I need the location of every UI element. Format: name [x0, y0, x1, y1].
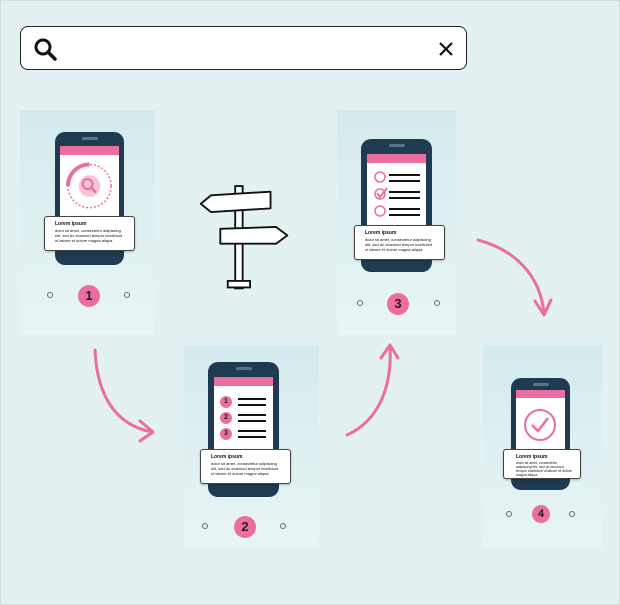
search-icon — [65, 162, 112, 209]
step-1-panel: Lorem ipsum dolor sit amet, consectetur … — [20, 110, 155, 335]
search-bar[interactable] — [20, 26, 467, 70]
card-title: Lorem ipsum — [516, 454, 548, 460]
pagination-dot[interactable] — [202, 523, 208, 529]
card-title: Lorem ipsum — [365, 230, 397, 236]
phone-screen — [60, 146, 119, 224]
pagination-dot[interactable] — [434, 300, 440, 306]
step-number-badge: 4 — [532, 505, 550, 523]
card-body: dolor sit amet, consectetur adipiscing e… — [211, 461, 279, 476]
step-2-panel: 1 2 3 Lorem ipsum dolor sit amet, consec… — [184, 345, 319, 548]
checklist-icon — [374, 171, 420, 217]
info-card: Lorem ipsum dolor sit amet, consectetur … — [200, 449, 291, 484]
info-card: Lorem ipsum dolor sit amet, consectetur … — [354, 225, 445, 260]
card-body: dolor sit amet, consectetur adipiscing e… — [365, 237, 433, 252]
info-card: Lorem ipsum dolor sit amet, consectetur … — [503, 449, 581, 479]
phone-screen — [367, 154, 426, 232]
list-number: 1 — [220, 396, 232, 408]
checkmark-circle-icon — [524, 409, 556, 441]
pagination-dot[interactable] — [124, 292, 130, 298]
pagination-dot[interactable] — [569, 511, 575, 517]
pagination-dot[interactable] — [506, 511, 512, 517]
numbered-list-icon: 1 2 3 — [214, 377, 273, 457]
pagination-dot[interactable] — [280, 523, 286, 529]
search-icon[interactable] — [33, 37, 57, 61]
info-card: Lorem ipsum dolor sit amet, consectetur … — [44, 216, 135, 251]
card-title: Lorem ipsum — [55, 221, 87, 227]
step-number-badge: 3 — [387, 293, 409, 315]
pagination-dot[interactable] — [357, 300, 363, 306]
step-4-panel: Lorem ipsum dolor sit amet, consectetur … — [483, 345, 602, 548]
list-number: 2 — [220, 412, 232, 424]
pagination-dot[interactable] — [47, 292, 53, 298]
card-title: Lorem ipsum — [211, 454, 243, 460]
signpost-icon — [199, 185, 289, 290]
search-input[interactable] — [71, 35, 435, 63]
card-body: dolor sit amet, consectetur adipiscing e… — [516, 461, 572, 477]
step-number-badge: 1 — [78, 285, 100, 307]
card-body: dolor sit amet, consectetur adipiscing e… — [55, 228, 123, 243]
list-number: 3 — [220, 428, 232, 440]
step-3-panel: Lorem ipsum dolor sit amet, consectetur … — [337, 110, 456, 335]
step-number-badge: 2 — [234, 516, 256, 538]
phone-screen: 1 2 3 — [214, 377, 273, 457]
close-icon[interactable] — [436, 39, 456, 59]
phone-screen — [516, 390, 565, 456]
